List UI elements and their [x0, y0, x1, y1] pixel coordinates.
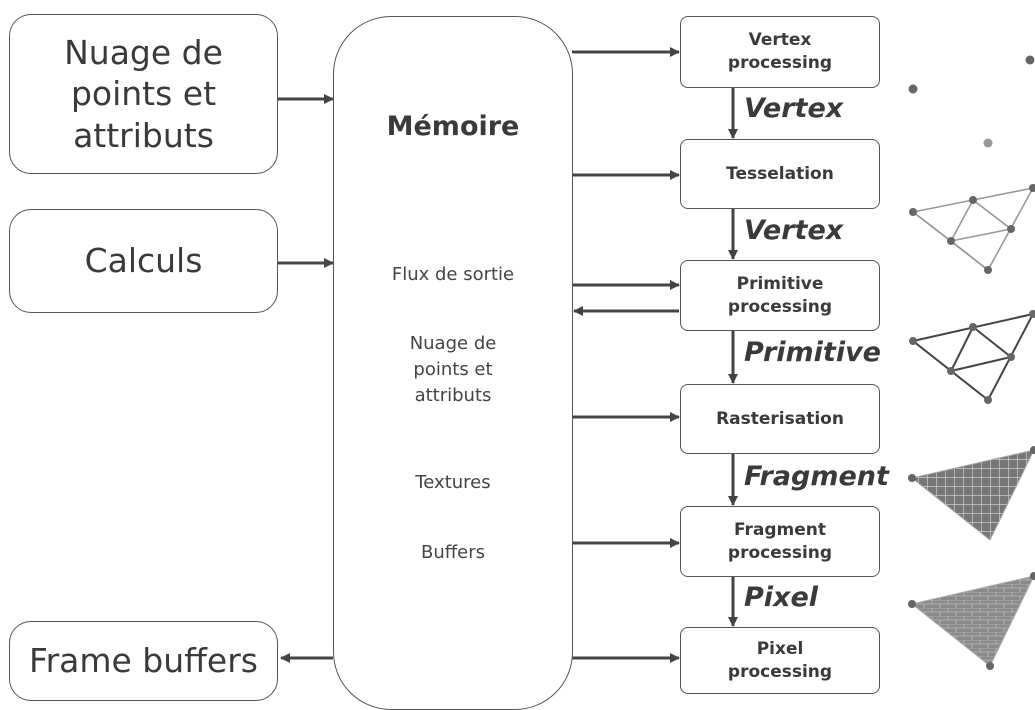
flow-label-fragment: Fragment — [744, 461, 889, 492]
memory-box: Mémoire Flux de sortie Nuage de points e… — [333, 16, 573, 710]
stage-vertex-processing-label: Vertex processing — [727, 30, 833, 73]
memory-item-buffers: Buffers — [420, 542, 485, 563]
stage-rasterisation-label: Rasterisation — [716, 408, 844, 429]
memory-title: Mémoire — [386, 111, 520, 142]
memory-item-output-stream: Flux de sortie — [391, 264, 515, 285]
stage-vertex-processing: Vertex processing — [680, 16, 880, 88]
memory-item-textures: Textures — [415, 472, 491, 493]
flow-label-vertex-2: Vertex — [744, 215, 844, 246]
stage-primitive-processing-label: Primitive processing — [727, 273, 833, 317]
frame-buffers-label: Frame buffers — [29, 641, 258, 681]
stage-rasterisation: Rasterisation — [680, 384, 880, 454]
flow-label-pixel: Pixel — [744, 582, 819, 613]
stage-tesselation-label: Tesselation — [726, 163, 834, 184]
pixel-illustration — [908, 572, 1035, 670]
vertex-points-illustration — [908, 55, 1035, 670]
stage-pixel-processing: Pixel processing — [680, 627, 880, 694]
memory-item-point-cloud: Nuage de points et attributs — [409, 333, 497, 407]
stage-primitive-processing: Primitive processing — [680, 260, 880, 331]
fragment-illustration — [908, 446, 1035, 541]
calculs-label: Calculs — [84, 241, 203, 281]
frame-buffers-box: Frame buffers — [9, 621, 278, 701]
vertex-point — [908, 84, 918, 94]
calculs-box: Calculs — [9, 209, 278, 313]
stage-fragment-processing-label: Fragment processing — [727, 519, 833, 563]
stage-fragment-processing: Fragment processing — [680, 506, 880, 577]
stage-tesselation: Tesselation — [680, 139, 880, 209]
flow-label-vertex-1: Vertex — [744, 93, 844, 124]
vertex-point — [983, 138, 993, 148]
vertex-point — [1025, 55, 1035, 65]
point-cloud-label: Nuage de points et attributs — [64, 33, 223, 155]
stage-pixel-processing-label: Pixel processing — [727, 638, 833, 682]
point-cloud-box: Nuage de points et attributs — [9, 14, 278, 174]
flow-label-primitive: Primitive — [744, 337, 881, 368]
